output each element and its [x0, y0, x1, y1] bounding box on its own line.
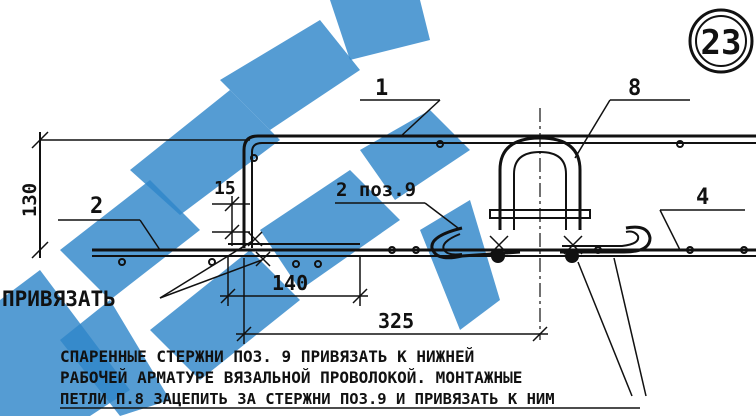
sheet-number-badge: 23 — [688, 8, 754, 74]
dimension-offset: 15 — [212, 178, 250, 246]
callout-pos2: 2 — [58, 194, 161, 251]
callout-pos9: 2 поз.9 — [335, 179, 459, 229]
note-line-1: СПАРЕННЫЕ СТЕРЖНИ ПОЗ. 9 ПРИВЯЗАТЬ К НИЖ… — [60, 347, 474, 366]
paired-bars-pos9 — [430, 225, 652, 263]
callout-pos2-label: 2 — [90, 194, 103, 219]
note-block: СПАРЕННЫЕ СТЕРЖНИ ПОЗ. 9 ПРИВЯЗАТЬ К НИЖ… — [60, 347, 640, 409]
dimension-lap-label: 140 — [272, 271, 308, 295]
dimension-span: 325 — [236, 258, 548, 344]
note-line-3: ПЕТЛИ П.8 ЗАЦЕПИТЬ ЗА СТЕРЖНИ ПОЗ.9 И ПР… — [60, 390, 555, 408]
bottom-bar — [92, 243, 756, 268]
callout-pos8: 8 — [574, 76, 690, 159]
tie-label: ПРИВЯЗАТЬ — [2, 287, 116, 311]
dimension-span-label: 325 — [378, 309, 414, 333]
dimension-height-label: 130 — [19, 183, 41, 217]
callout-pos4: 4 — [659, 185, 745, 251]
top-bar — [242, 134, 756, 248]
callout-pos1: 1 — [360, 76, 441, 138]
callout-pos1-label: 1 — [375, 76, 388, 101]
dimension-height: 130 — [19, 131, 250, 259]
callout-pos4-label: 4 — [696, 185, 709, 210]
tie-leaders — [159, 231, 271, 299]
sheet-number: 23 — [701, 23, 742, 63]
watermark — [0, 0, 500, 416]
note-line-2: РАБОЧЕЙ АРМАТУРЕ ВЯЗАЛЬНОЙ ПРОВОЛОКОЙ. М… — [60, 368, 522, 387]
dimension-lap: 140 — [220, 256, 368, 306]
note-leaders — [577, 257, 647, 397]
callout-pos8-label: 8 — [628, 76, 641, 101]
dimension-offset-label: 15 — [214, 178, 236, 199]
callout-pos9-label: 2 поз.9 — [336, 179, 416, 201]
